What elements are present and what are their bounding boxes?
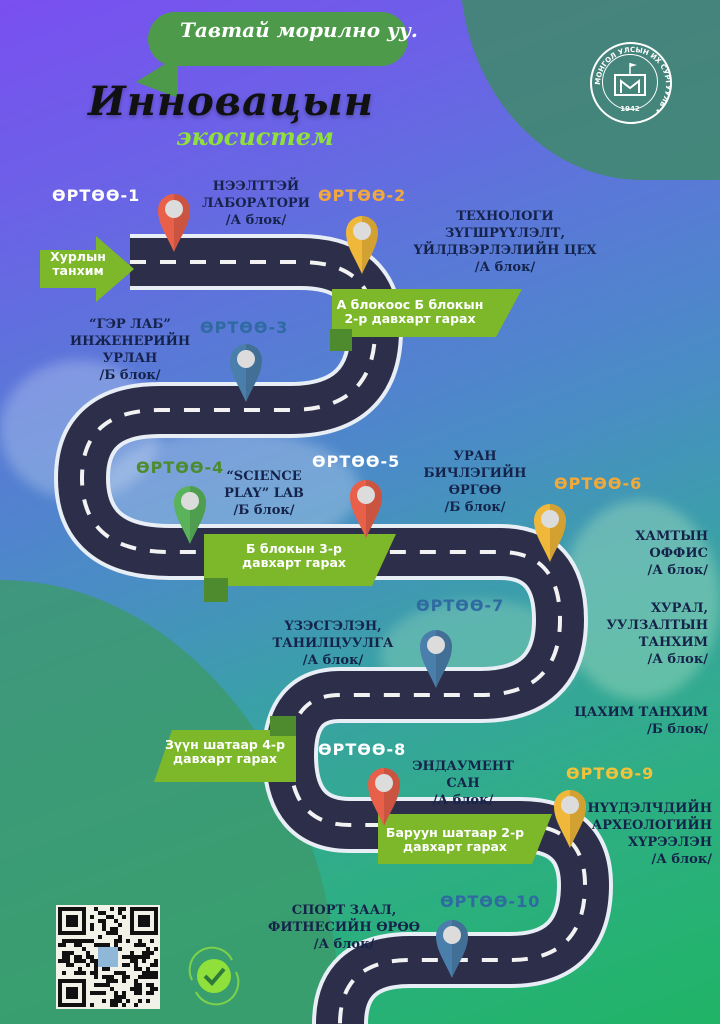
direction-banner-3: [154, 716, 296, 782]
map-pin-icon[interactable]: [366, 764, 402, 828]
stage-label-8: ӨРТӨӨ-8: [318, 740, 407, 759]
place-name: УРАН БИЧЛЭГИЙН ӨРГӨӨ: [423, 449, 527, 498]
place-10: СПОРТ ЗААЛ, ФИТНЕСИЙН ӨРӨӨ/А блок/: [256, 902, 432, 953]
place-name: НҮҮДЭЛЧДИЙН АРХЕОЛОГИЙН ХҮРЭЭЛЭН: [587, 801, 712, 850]
place-meeting-hall: ХУРАЛ, УУЛЗАЛТЫН ТАНХИМ/А блок/: [560, 600, 708, 668]
university-logo: МОНГОЛ УЛСЫН ИХ СУРГУУЛЬ • 1942: [590, 42, 672, 124]
start-label: Хурлын танхим: [50, 249, 106, 278]
place-name: ЭНДАУМЕНТ САН: [412, 759, 514, 791]
place-name: ҮЗЭСГЭЛЭН, ТАНИЛЦУУЛГА: [272, 619, 394, 651]
place-2: ТЕХНОЛОГИ ЗҮГШРҮҮЛЭЛТ, ҮЙЛДВЭРЛЭЛИЙН ЦЕХ…: [398, 208, 612, 276]
stage-label-6: ӨРТӨӨ-6: [554, 474, 643, 493]
check-cycle-icon: [188, 946, 240, 1006]
place-name: ХАМТЫН ОФФИС: [635, 529, 708, 561]
place-8: ЭНДАУМЕНТ САН/А блок/: [398, 758, 528, 809]
place-block: /А блок/: [313, 937, 375, 952]
place-name: “SCIENCE PLAY” LAB: [224, 469, 304, 501]
map-pin-icon[interactable]: [532, 500, 568, 564]
logo-year: 1942: [620, 105, 640, 113]
place-name: НЭЭЛТТЭЙ ЛАБОРАТОРИ: [202, 179, 310, 211]
direction-text-4: Баруун шатаар 2-р давхарт гарах: [385, 825, 525, 854]
greeting-text: Тавтай морилно уу.: [180, 18, 418, 42]
stage-label-1: ӨРТӨӨ-1: [52, 186, 141, 205]
place-block: /А блок/: [651, 852, 712, 867]
place-4: “SCIENCE PLAY” LAB/Б блок/: [212, 468, 316, 519]
place-name: СПОРТ ЗААЛ, ФИТНЕСИЙН ӨРӨӨ: [268, 903, 420, 935]
stage-label-10: ӨРТӨӨ-10: [440, 892, 541, 911]
place-name: ТЕХНОЛОГИ ЗҮГШРҮҮЛЭЛТ, ҮЙЛДВЭРЛЭЛИЙН ЦЕХ: [413, 209, 597, 258]
direction-text-1: А блокоос Б блокын 2-р давхарт гарах: [336, 297, 484, 326]
map-pin-icon[interactable]: [156, 190, 192, 254]
place-block: /А блок/: [647, 652, 708, 667]
place-3: “ГЭР ЛАБ” ИНЖЕНЕРИЙН УРЛАН/Б блок/: [60, 316, 200, 384]
place-6: ХАМТЫН ОФФИС/А блок/: [572, 528, 708, 579]
place-9: НҮҮДЭЛЧДИЙН АРХЕОЛОГИЙН ХҮРЭЭЛЭН/А блок/: [586, 800, 712, 868]
place-name: “ГЭР ЛАБ” ИНЖЕНЕРИЙН УРЛАН: [69, 317, 191, 366]
page-title: Инновацын: [88, 78, 374, 125]
stage-label-9: ӨРТӨӨ-9: [566, 764, 655, 783]
map-pin-icon[interactable]: [418, 626, 454, 690]
stage-label-4: ӨРТӨӨ-4: [136, 458, 225, 477]
place-block: /А блок/: [225, 213, 287, 228]
place-block: /Б блок/: [99, 368, 161, 383]
greeting-banner: [148, 12, 408, 66]
arrow-right-icon: [40, 236, 134, 302]
place-block: /А блок/: [474, 260, 536, 275]
direction-text-3: Зүүн шатаар 4-р давхарт гарах: [164, 737, 286, 766]
map-pin-icon[interactable]: [228, 340, 264, 404]
direction-text-2: Б блокын 3-р давхарт гарах: [242, 541, 346, 570]
map-pin-icon[interactable]: [434, 916, 470, 980]
stage-label-7: ӨРТӨӨ-7: [416, 596, 505, 615]
stage-label-3: ӨРТӨӨ-3: [200, 318, 289, 337]
direction-banner-4: [378, 814, 552, 864]
place-block: /Б блок/: [646, 722, 708, 737]
place-7: ҮЗЭСГЭЛЭН, ТАНИЛЦУУЛГА/А блок/: [258, 618, 408, 669]
greeting-pointer: [136, 56, 178, 98]
place-block: /Б блок/: [233, 503, 295, 518]
place-block: /А блок/: [432, 793, 494, 808]
university-building-icon: 1942: [602, 54, 658, 113]
map-pin-icon[interactable]: [172, 482, 208, 546]
place-block: /А блок/: [647, 563, 708, 578]
place-block: /Б блок/: [444, 500, 506, 515]
map-pin-icon[interactable]: [552, 786, 588, 850]
map-pin-icon[interactable]: [348, 476, 384, 540]
qr-code-icon[interactable]: [56, 905, 160, 1009]
place-1: НЭЭЛТТЭЙ ЛАБОРАТОРИ/А блок/: [196, 178, 316, 229]
direction-banner-2: [204, 534, 396, 602]
place-name: ЦАХИМ ТАНХИМ: [574, 705, 708, 720]
place-block: /А блок/: [302, 653, 364, 668]
stage-label-5: ӨРТӨӨ-5: [312, 452, 401, 471]
place-name: ХУРАЛ, УУЛЗАЛТЫН ТАНХИМ: [606, 601, 708, 650]
map-pin-icon[interactable]: [344, 212, 380, 276]
place-digital-hall: ЦАХИМ ТАНХИМ/Б блок/: [540, 704, 708, 738]
stage-label-2: ӨРТӨӨ-2: [318, 186, 407, 205]
direction-banner-1: [330, 289, 522, 351]
page-subtitle: экосистем: [176, 122, 334, 151]
place-5: УРАН БИЧЛЭГИЙН ӨРГӨӨ/Б блок/: [420, 448, 530, 516]
